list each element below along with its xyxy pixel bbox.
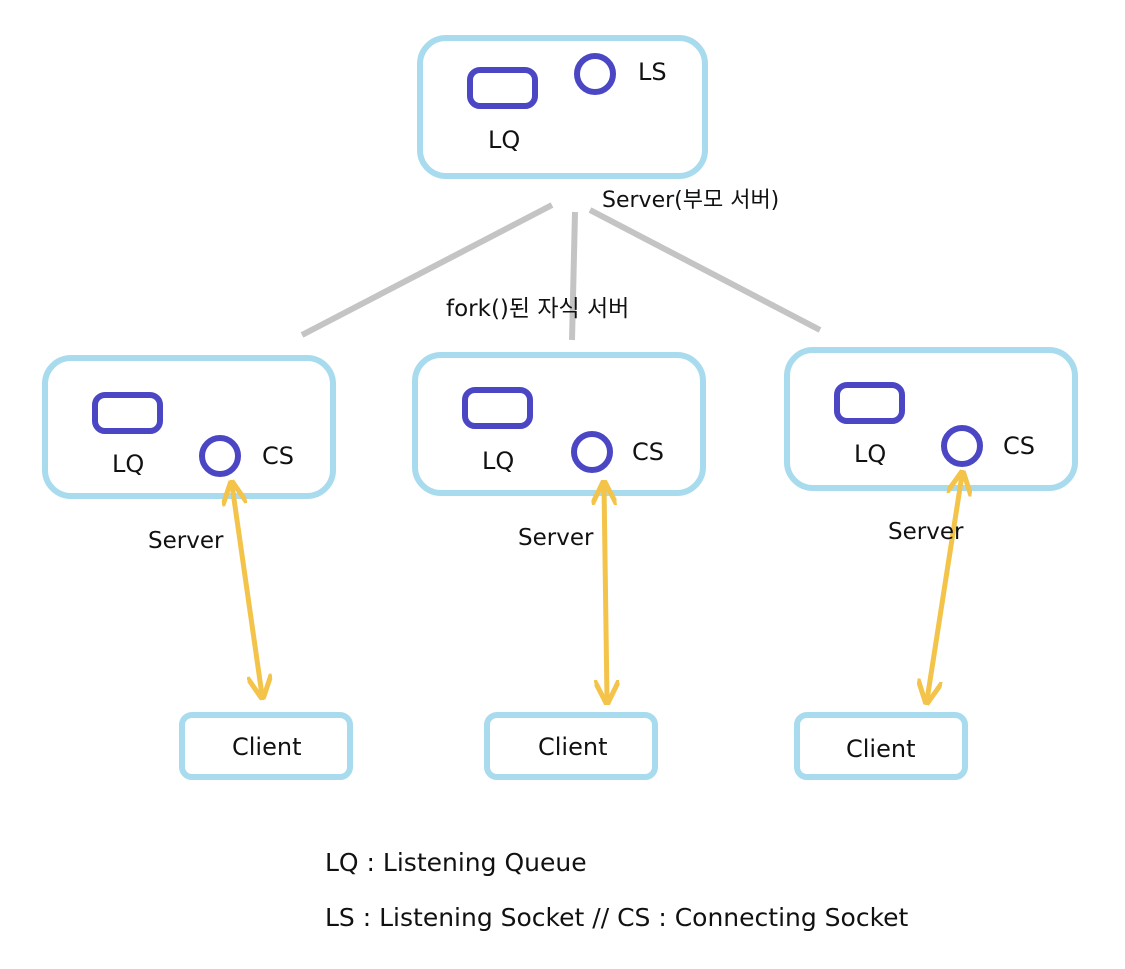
connection-arrow-2: [604, 485, 607, 700]
fork-label: fork()된 자식 서버: [446, 296, 630, 322]
parent-ls-label: LS: [638, 58, 667, 86]
client-box-3: [794, 712, 968, 780]
legend-line-2: LS : Listening Socket // CS : Connecting…: [325, 903, 909, 932]
child-listening-queue-icon-1: [92, 392, 163, 434]
child-connecting-socket-icon-3: [941, 425, 983, 467]
child-3-cs-label: CS: [1003, 432, 1035, 460]
parent-server-box: [417, 35, 708, 179]
child-1-lq-label: LQ: [112, 450, 145, 478]
child-server-box-3: [784, 347, 1078, 491]
fork-branch-middle: [569, 211, 578, 341]
child-3-lq-label: LQ: [854, 440, 887, 468]
fork-branch-left: [300, 202, 554, 338]
child-server-box-1: [42, 355, 336, 499]
client-box-2: [484, 712, 658, 780]
child-connecting-socket-icon-1: [199, 435, 241, 477]
child-2-client-label: Client: [538, 733, 608, 761]
child-3-client-label: Client: [846, 735, 916, 763]
legend-line-1: LQ : Listening Queue: [325, 848, 587, 877]
child-1-client-label: Client: [232, 733, 302, 761]
child-1-cs-label: CS: [262, 442, 294, 470]
parent-listening-socket-icon: [574, 53, 616, 95]
child-1-server-label: Server: [148, 528, 224, 554]
child-listening-queue-icon-2: [462, 387, 533, 429]
child-3-server-label: Server: [888, 519, 964, 545]
fork-branch-right: [588, 207, 822, 333]
child-listening-queue-icon-3: [834, 382, 905, 424]
parent-lq-label: LQ: [488, 126, 521, 154]
child-server-box-2: [412, 352, 706, 496]
child-connecting-socket-icon-2: [571, 431, 613, 473]
connection-arrow-3: [927, 475, 962, 700]
parent-server-caption: Server(부모 서버): [602, 188, 780, 213]
child-2-lq-label: LQ: [482, 447, 515, 475]
client-box-1: [179, 712, 353, 780]
parent-listening-queue-icon: [467, 67, 538, 109]
child-2-cs-label: CS: [632, 438, 664, 466]
child-2-server-label: Server: [518, 525, 594, 551]
connection-arrow-1: [232, 485, 262, 695]
